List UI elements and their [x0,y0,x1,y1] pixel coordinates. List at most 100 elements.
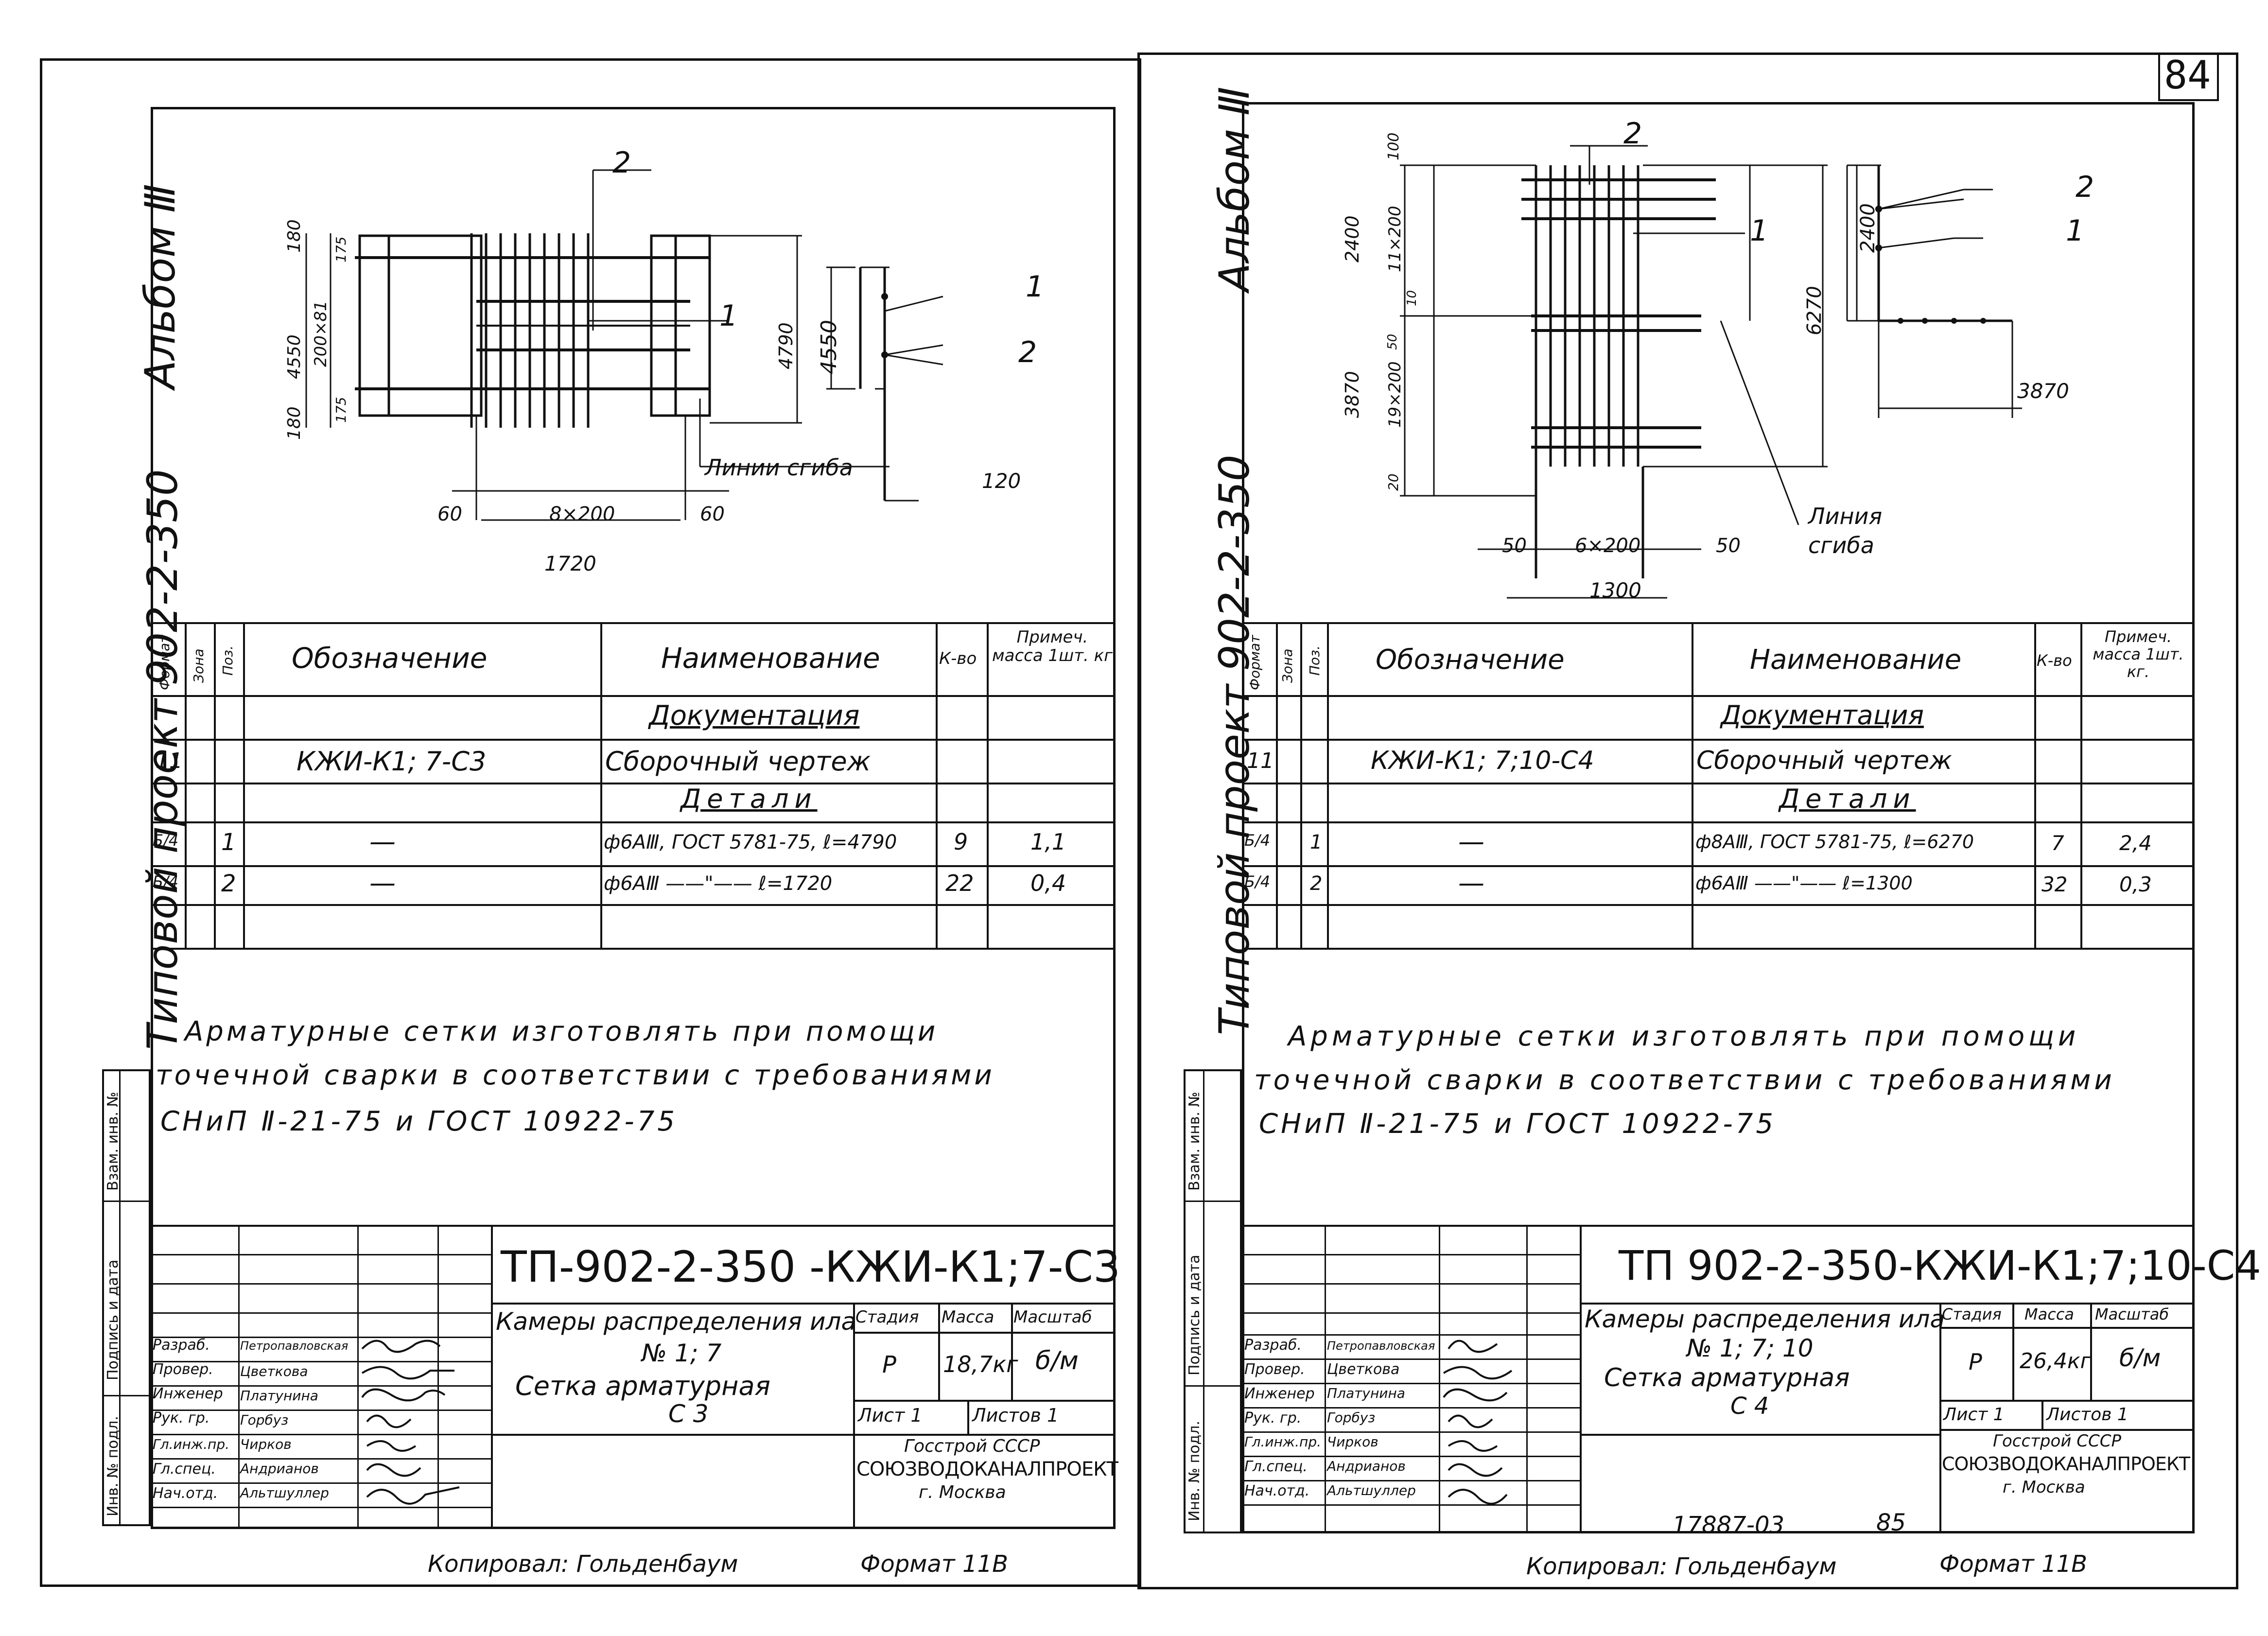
left-titleblock-code: ТП-902-2-350 -КЖИ-К1;7-С3 [501,1242,1120,1292]
right-titleblock-rule [1580,1434,1939,1436]
left-titleblock-stage-label: Стадия [855,1307,919,1327]
left-titleblock-title: Камеры распределения ила [496,1307,856,1336]
left-table-header-pos: Поз. [220,645,236,676]
right-side-strip-divider [1203,1069,1204,1533]
left-table-rule [151,865,1116,867]
right-note-line: точечной сварки в соответствии с требова… [1254,1064,2115,1096]
left-format: Формат 11В [860,1550,1009,1578]
left-sign-grid-rule [151,1254,491,1255]
right-table-col [2034,622,2036,948]
left-name-label: Платунина [240,1388,318,1404]
right-sign-grid-rule [1242,1407,1580,1409]
left-titleblock-title: С 3 [668,1400,709,1428]
left-table-col [600,622,602,948]
right-drawing-dim: 11×200 [1385,206,1405,272]
left-sheet-inner-frame [151,107,1116,1529]
right-table-rule [1242,739,2195,741]
left-drawing-dim-total: 1720 [544,552,596,575]
left-titleblock-sheets: Листов 1 [972,1405,1059,1426]
right-drawing-dim-gap: 6×200 [1575,535,1641,557]
left-table-header-name: Наименование [661,642,880,675]
left-table-row-format: 11 [156,748,183,773]
left-drawing-dim-gap: 60 [437,503,462,525]
right-sheet-outer-frame [1137,52,2238,1589]
left-titleblock-org: г. Москва [919,1482,1006,1502]
right-titleblock-code: ТП 902-2-350-КЖИ-К1;7;10-С4 [1619,1242,2261,1289]
right-table-col [2080,622,2082,948]
right-sign-grid-col [1325,1225,1326,1533]
right-drawing-dim: 19×200 [1385,361,1405,428]
page-number: 84 [2164,52,2211,98]
right-titleblock-title: Камеры распределения ила [1585,1305,1945,1333]
right-titleblock-scale-label: Масштаб [2095,1305,2169,1323]
left-titleblock-mass: 18,7кг [943,1351,1018,1377]
left-titleblock-stage: Р [882,1351,896,1378]
left-role-label: Нач.отд. [153,1485,218,1502]
right-drawing-cut-label: сгиба [1808,532,1874,558]
right-side-strip [1184,1069,1242,1533]
right-table-row-name: ф8АⅢ, ГОСТ 5781-75, ℓ=6270 [1695,831,1974,853]
right-table-header-note: Примеч. масса 1шт. кг. [2093,627,2184,681]
left-titleblock-rule [853,1434,1116,1436]
left-table-rule [151,739,1116,741]
left-name-label: Петропавловская [240,1339,349,1353]
left-table-rule [151,783,1116,784]
left-side-strip [102,1069,151,1526]
left-table-col [987,622,989,948]
left-drawing-dim: 180 [284,219,304,253]
right-archive-number: 17887-03 [1672,1512,1785,1539]
left-sheet-outer-frame [40,58,1141,1587]
left-table-header-note: Примеч. масса 1шт. кг [992,627,1113,665]
left-sign-grid-rule [151,1385,491,1387]
left-table-col [214,622,216,948]
left-album-label: Альбом Ⅲ [136,184,185,389]
left-table-header-format: Формат [157,635,173,690]
right-drawing-pos-label: 2 [1623,117,1642,151]
left-drawing-dim-side-bottom: 120 [982,469,1021,493]
left-side-strip-rule [102,1201,151,1202]
right-sign-grid-rule [1242,1334,1580,1336]
right-table-header-format: Формат [1247,635,1263,690]
right-titleblock-title: № 1; 7; 10 [1687,1334,1814,1362]
left-table-header-qty: К-во [939,649,977,668]
right-table-header-name: Наименование [1750,644,1962,676]
right-table-rule [1242,821,2195,823]
right-titleblock-scale: б/м [2119,1344,2161,1372]
right-drawing-dim: 50 [1385,333,1400,350]
left-titleblock-scale-label: Масштаб [1013,1307,1092,1327]
left-titleblock-org: Госстрой СССР [904,1436,1040,1456]
left-sign-grid-rule [151,1337,491,1338]
left-titleblock-org: СОЮЗВОДОКАНАЛПРОЕКТ [856,1458,1118,1480]
right-titleblock-col [2012,1303,2014,1400]
right-drawing-cut-label: Линия [1808,503,1883,529]
left-table-rule [151,904,1116,906]
right-drawing-dim: 20 [1385,473,1401,491]
right-table-row-qty: 32 [2041,872,2068,896]
left-drawing-pos-label: 1 [719,299,738,333]
left-signatures [361,1340,460,1505]
left-note-line: Арматурные сетки изготовлять при помощи [185,1016,939,1047]
right-titleblock-col [1939,1303,1941,1533]
right-table-row-format: Б/4 [1244,831,1271,850]
right-drawing-dim-total: 1300 [1589,578,1641,602]
left-table-row-qty: 22 [945,870,974,896]
right-titleblock-rule [1939,1400,2195,1402]
right-sign-grid-rule [1242,1431,1580,1433]
left-drawing-pos-label: 2 [612,146,631,180]
left-sign-grid-rule [151,1507,491,1508]
left-side-strip-divider [119,1069,121,1526]
left-drawing-dim: 175 [333,236,349,262]
left-table-row-designation: — [369,868,396,898]
right-name-label: Чирков [1327,1434,1378,1450]
left-name-label: Горбуз [240,1412,289,1428]
right-titleblock-sheets: Листов 1 [2046,1405,2128,1425]
left-table-row-pos: 2 [221,870,236,897]
left-table-row-qty: 9 [954,829,968,855]
right-role-label: Рук. гр. [1244,1410,1302,1427]
right-titleblock-mass: 26,4кг [2020,1349,2092,1374]
right-sign-grid-rule [1242,1254,1580,1255]
right-sign-grid-rule [1242,1504,1580,1506]
left-sign-grid-col [238,1225,240,1529]
right-copied-by: Копировал: Гольденбаум [1526,1553,1837,1580]
left-table-row-name: ф6АⅢ, ГОСТ 5781-75, ℓ=4790 [604,831,897,853]
